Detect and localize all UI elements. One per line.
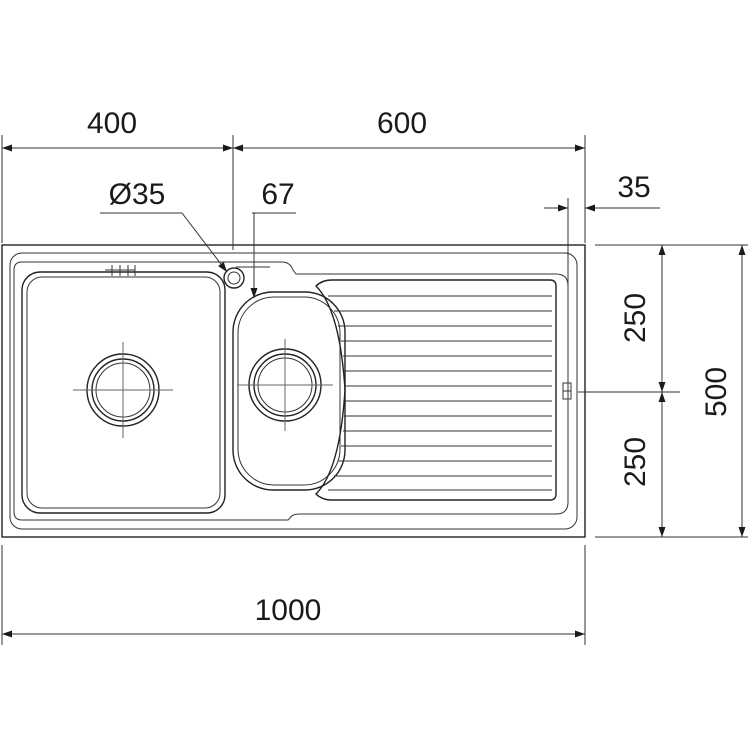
dimension-drainer-width: 600: [233, 107, 585, 152]
drainer: [315, 279, 557, 501]
bowl-width-label: 400: [87, 107, 137, 140]
large-bowl: [21, 265, 226, 514]
dimension-tap-hole-offset: 67: [236, 178, 296, 298]
large-drain: [73, 342, 173, 438]
tap-hole-diameter-label: Ø35: [109, 178, 166, 211]
dimension-edge-offset: 35: [544, 171, 660, 372]
tap-hole-offset-label: 67: [261, 178, 294, 211]
drainer-width-label: 600: [377, 107, 427, 140]
tap-hole: [223, 267, 245, 289]
overflow-slot: [105, 265, 136, 276]
dimension-tap-hole-diameter: Ø35: [100, 178, 228, 273]
dimension-upper-depth: 250: [619, 245, 666, 392]
dimension-bowl-width: 400: [2, 107, 233, 152]
dimension-lower-depth: 250: [619, 392, 666, 537]
side-clip: [562, 382, 572, 400]
top-extension-lines: [1, 135, 586, 250]
small-drain: [237, 339, 333, 431]
sink-outline: [1, 244, 586, 538]
total-width-label: 1000: [255, 594, 322, 627]
lower-depth-label: 250: [619, 437, 652, 487]
dimension-total-width: 1000: [2, 594, 585, 638]
dimension-total-depth: 500: [700, 245, 746, 537]
total-depth-label: 500: [700, 367, 733, 417]
edge-offset-label: 35: [617, 171, 650, 204]
drainer-grooves: [328, 295, 552, 491]
small-bowl: [232, 291, 346, 491]
bottom-extension-lines: [1, 545, 586, 645]
upper-depth-label: 250: [619, 293, 652, 343]
